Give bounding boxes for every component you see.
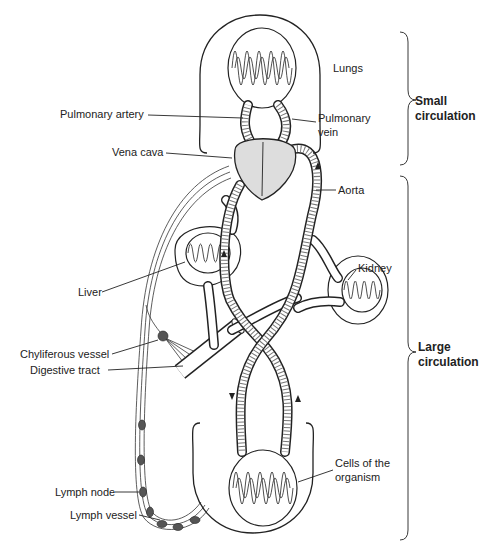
renal-vein [298, 301, 340, 308]
flow-arrow [295, 395, 301, 402]
chyliferous-node [158, 331, 168, 341]
circulation-heading: Small circulation [415, 94, 487, 124]
lymph-node-symbol [138, 455, 145, 465]
chyliferous-line [146, 305, 160, 332]
flow-arrow [315, 162, 321, 169]
leader-line [102, 262, 185, 292]
lymph-vessel-line [135, 166, 229, 529]
lymph-vessel-line [140, 172, 230, 525]
leader-line [115, 492, 139, 493]
part-label: Pulmonary artery [60, 108, 144, 122]
leader-line [348, 270, 356, 280]
organ-region: Cells of the organism [188, 413, 418, 547]
renal-vein [298, 301, 340, 308]
aorta-vessel [240, 149, 317, 452]
leader-line [148, 115, 243, 118]
part-label: Kidney [358, 262, 392, 276]
part-label: Lymph node [55, 486, 115, 500]
kidney-capillaries [342, 268, 382, 312]
aorta-vessel [240, 149, 317, 452]
leader-line [292, 119, 316, 122]
circulation-heading: Large circulation [418, 340, 488, 370]
part-label: Liver [78, 286, 102, 300]
lymph-node-symbol [173, 524, 183, 531]
heart-symbol [235, 139, 296, 200]
lymph-node-symbol [140, 487, 147, 497]
lung-capillaries [228, 28, 296, 108]
region-outline-path [200, 15, 321, 153]
capillary-net [235, 57, 289, 79]
renal-artery [313, 240, 338, 278]
lymph-node-symbol [147, 507, 154, 517]
flow-arrow [229, 393, 235, 400]
organ-region: Lungs [195, 5, 375, 160]
leader-line [316, 190, 336, 191]
capillary-net [344, 281, 380, 299]
portal-vessel [208, 286, 214, 345]
heart-septum [262, 142, 263, 196]
portal-vessel [208, 286, 214, 345]
aorta-vessel [240, 149, 317, 452]
leader-line [108, 366, 183, 370]
lymph-node-symbol [190, 517, 200, 524]
tissue-capillaries [229, 450, 297, 526]
leader-line [112, 340, 158, 354]
liver-outline [175, 227, 241, 286]
capillary-net [236, 478, 290, 498]
organ-label: Lungs [333, 62, 375, 76]
bracket [400, 176, 416, 540]
bracket [400, 32, 416, 165]
leader-line [166, 153, 232, 158]
leader-line [139, 515, 160, 520]
region-outline-path [193, 423, 314, 533]
capillary-net [233, 472, 293, 504]
flow-arrow [221, 250, 227, 257]
lymph-node-symbol [157, 521, 167, 528]
organ-label: Cells of the organism [335, 457, 417, 485]
part-label: Digestive tract [30, 364, 100, 378]
part-label: Vena cava [112, 146, 163, 160]
part-label: Lymph vessel [70, 509, 137, 523]
part-label: Chyliferous vessel [20, 348, 109, 362]
part-label: Pulmonary vein [318, 112, 380, 140]
region-outline [188, 413, 418, 547]
leader-line [298, 470, 333, 482]
renal-artery [313, 240, 338, 278]
capillary-net [232, 51, 292, 85]
part-label: Aorta [338, 184, 364, 198]
region-outline [195, 5, 375, 160]
lymph-node-symbol [139, 420, 146, 430]
